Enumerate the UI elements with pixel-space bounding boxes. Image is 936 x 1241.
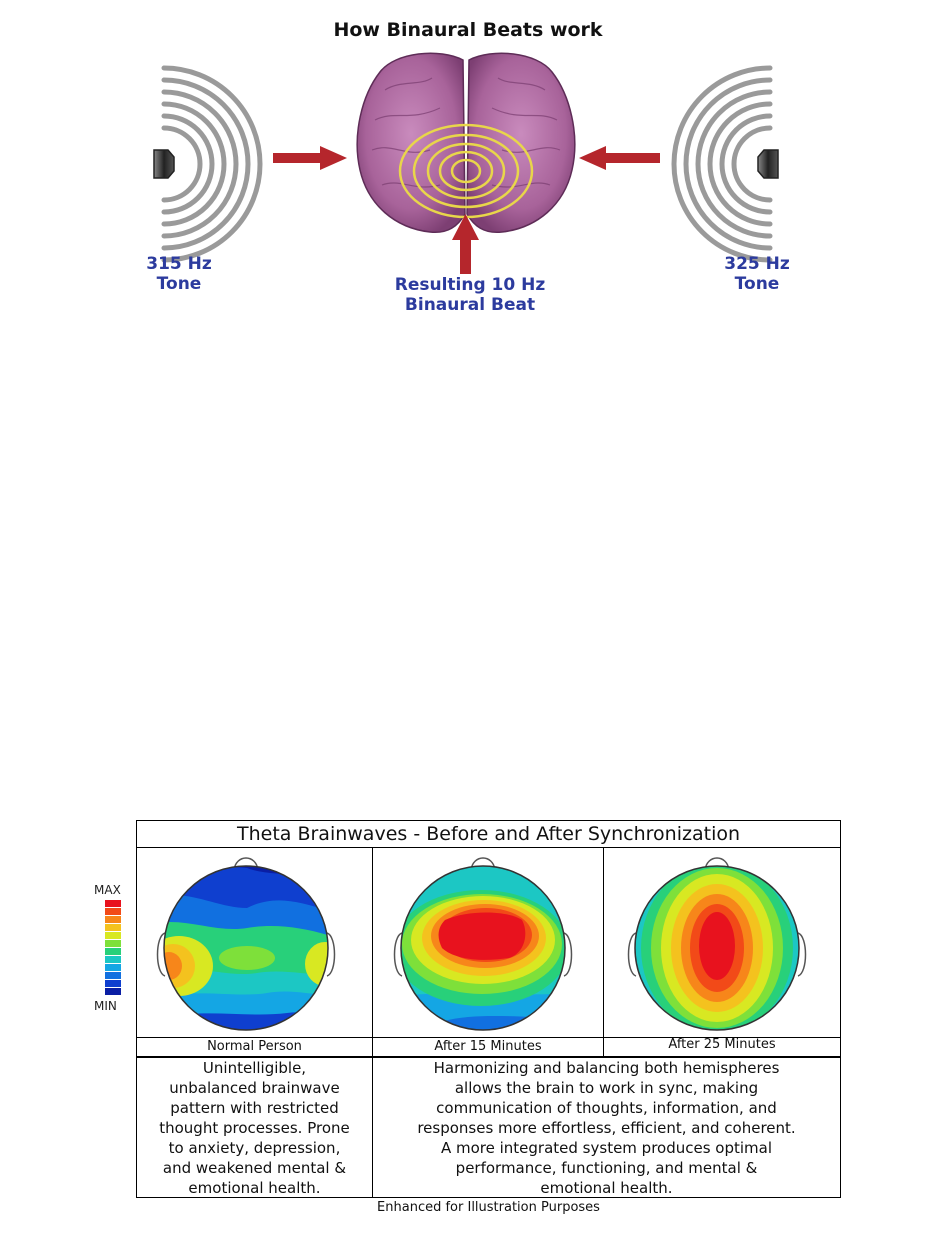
divider <box>136 847 841 848</box>
desc-line: allows the brain to work in sync, making <box>454 1079 759 1097</box>
desc-line: and weakened mental & <box>162 1159 347 1177</box>
color-scale-step <box>105 924 121 931</box>
theta-title: Theta Brainwaves - Before and After Sync… <box>236 823 741 845</box>
desc-line: pattern with restricted <box>170 1099 339 1117</box>
desc-line: communication of thoughts, information, … <box>436 1099 777 1117</box>
divider <box>136 1056 841 1058</box>
color-scale-bar <box>105 900 121 996</box>
scale-min-label: MIN <box>94 999 117 1013</box>
caption-15-minutes: After 15 Minutes <box>434 1039 542 1054</box>
desc-line: responses more effortless, efficient, an… <box>417 1119 796 1137</box>
arrow-left-icon <box>579 146 660 170</box>
head-maps <box>156 857 807 1031</box>
arrow-right-icon <box>273 146 347 170</box>
desc-line: unbalanced brainwave <box>169 1079 340 1097</box>
theta-figure-frame <box>136 820 841 1198</box>
divider <box>372 847 373 1198</box>
left-tone-label: 315 Hz Tone <box>124 254 234 294</box>
footnote: Enhanced for Illustration Purposes <box>377 1200 600 1215</box>
color-scale-step <box>105 900 121 907</box>
desc-line: emotional health. <box>188 1179 321 1197</box>
head-map-25min <box>627 857 807 1031</box>
ear-icon <box>797 932 807 977</box>
binaural-title: How Binaural Beats work <box>333 19 603 41</box>
right-tone-label: 325 Hz Tone <box>702 254 812 294</box>
left-tone-word: Tone <box>156 274 202 294</box>
ear-icon <box>563 932 573 977</box>
color-scale-step <box>105 940 121 947</box>
head-map-15min <box>393 857 573 1031</box>
desc-line: performance, functioning, and mental & <box>455 1159 758 1177</box>
desc-line: Harmonizing and balancing both hemispher… <box>433 1059 780 1077</box>
description-before: Unintelligible, unbalanced brainwave pat… <box>137 1058 372 1198</box>
desc-line: emotional health. <box>540 1179 673 1197</box>
color-scale-step <box>105 916 121 923</box>
color-scale-step <box>105 980 121 987</box>
desc-line: thought processes. Prone <box>159 1119 350 1137</box>
result-line1: Resulting 10 Hz <box>394 275 546 295</box>
caption-25-minutes: After 25 Minutes <box>668 1037 776 1052</box>
head-map-normal <box>156 857 336 1031</box>
ear-icon <box>326 932 336 977</box>
divider <box>136 1037 841 1038</box>
color-scale-step <box>105 908 121 915</box>
right-tone-word: Tone <box>734 274 780 294</box>
right-speaker-icon <box>757 149 779 179</box>
result-line2: Binaural Beat <box>404 295 536 315</box>
arrow-up-icon <box>452 214 479 274</box>
color-scale-step <box>105 964 121 971</box>
description-after: Harmonizing and balancing both hemispher… <box>373 1058 840 1198</box>
desc-line: A more integrated system produces optima… <box>440 1139 773 1157</box>
ear-icon <box>393 932 403 977</box>
result-label: Resulting 10 Hz Binaural Beat <box>350 275 590 315</box>
caption-normal-person: Normal Person <box>207 1039 302 1054</box>
color-scale-step <box>105 948 121 955</box>
left-speaker-icon <box>153 149 175 179</box>
desc-line: Unintelligible, <box>202 1059 307 1077</box>
binaural-diagram <box>153 52 779 274</box>
color-scale-step <box>105 956 121 963</box>
color-scale-step <box>105 932 121 939</box>
ear-icon <box>627 932 637 977</box>
scale-max-label: MAX <box>94 883 121 897</box>
color-scale-step <box>105 972 121 979</box>
left-tone-freq: 315 Hz <box>146 254 212 274</box>
ear-icon <box>156 932 166 977</box>
divider <box>603 847 604 1057</box>
desc-line: to anxiety, depression, <box>168 1139 341 1157</box>
color-scale-step <box>105 988 121 995</box>
brain-icon <box>356 52 576 234</box>
right-tone-freq: 325 Hz <box>724 254 790 274</box>
right-sound-wave-icon <box>671 65 773 263</box>
left-sound-wave-icon <box>161 65 263 263</box>
